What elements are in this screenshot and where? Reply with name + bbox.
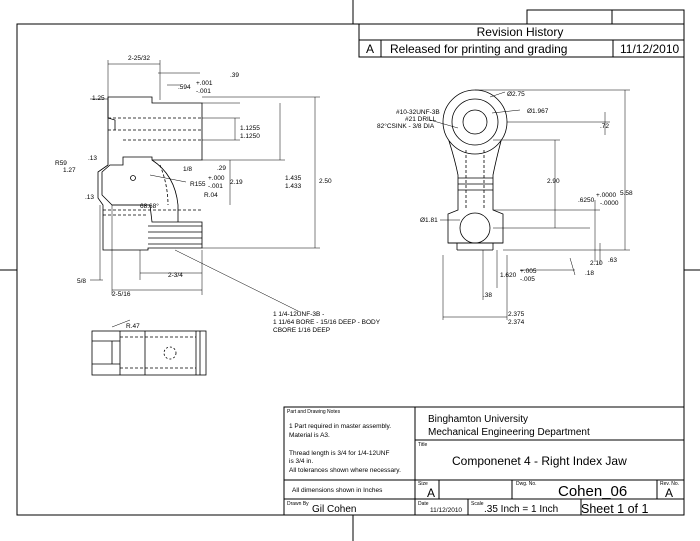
dim-250: 2.50: [319, 178, 332, 185]
tol-plus-005: +.005: [520, 268, 537, 275]
org-line-1: Binghamton University: [428, 414, 528, 425]
revision-number: A: [665, 486, 673, 500]
side-view-dimension-lines: [90, 60, 320, 313]
revision-description: Released for printing and grading: [390, 42, 567, 56]
dia-275: Ø2.75: [507, 91, 525, 98]
radius-04: R.04: [204, 192, 218, 199]
date-label: Date: [418, 501, 429, 507]
dia-181: Ø1.81: [420, 217, 438, 224]
dim-219: 2.19: [230, 179, 243, 186]
tol-minus-005: -.005: [520, 276, 535, 283]
dim-1-8: 1/8: [183, 166, 192, 173]
revision-date: 11/12/2010: [620, 42, 679, 56]
dim-1433: 1.433: [285, 183, 302, 190]
dim-125: 1.25: [92, 95, 105, 102]
title-block-frame: [283, 406, 685, 516]
dim-5-8: 5/8: [77, 278, 86, 285]
drawing-scale: .35 Inch = 1 Inch: [484, 504, 558, 515]
tol-plus-001: +.001: [196, 80, 213, 87]
notes-label: Part and Drawing Notes: [287, 409, 341, 415]
title-block-date: 11/12/2010: [430, 507, 462, 514]
tol-minus-0000: -.0000: [600, 200, 619, 207]
dim-2-3-4: 2-3/4: [168, 272, 183, 279]
dim-1255: 1.1255: [240, 125, 260, 132]
dim-1250: 1.1250: [240, 133, 260, 140]
dim-1620: 1.620: [500, 272, 517, 279]
dim-29: .29: [217, 165, 226, 172]
side-view: [97, 96, 203, 251]
radius-155: R155: [190, 181, 206, 188]
rev-no-label: Rev. No.: [660, 481, 679, 487]
dim-72: .72: [600, 123, 609, 130]
scale-label: Scale: [471, 501, 484, 507]
radius-47: R.47: [126, 323, 140, 330]
dia-1967: Ø1.967: [527, 108, 549, 115]
dim-6250: .6250: [578, 197, 595, 204]
dim-39: .39: [230, 72, 239, 79]
tol-plus-000: +.000: [208, 175, 225, 182]
dim-127: 1.27: [63, 167, 76, 174]
thread-callout-line-1: 1 1/4-12UNF-3B -: [273, 311, 324, 318]
note-line-5: All tolerances shown where necessary.: [289, 467, 401, 474]
revision-letter: A: [366, 42, 374, 56]
dim-18: .18: [585, 270, 594, 277]
dim-68-deg: 68.68°: [140, 202, 159, 210]
dim-13-upper: .13: [88, 155, 97, 162]
all-dimensions-note: All dimensions shown in Inches: [292, 487, 383, 494]
dim-210: 2.10: [590, 260, 603, 267]
hole-callout-3: 82°CSINK - 3/8 DIA: [377, 122, 435, 130]
dim-558: 5.58: [620, 190, 633, 197]
title-label: Title: [418, 442, 427, 448]
tol-minus-001b: -.001: [208, 183, 223, 190]
hole-callout-2: #21 DRILL: [405, 116, 436, 123]
dim-38: .38: [483, 292, 492, 299]
drawn-by: Gil Cohen: [312, 504, 356, 515]
revision-block: [358, 9, 685, 58]
dim-2-5-16: 2-5/16: [112, 291, 131, 298]
sheet-number: Sheet 1 of 1: [581, 502, 648, 516]
sheet-size: A: [427, 486, 435, 500]
radius-59: R59: [55, 160, 67, 167]
dim-2-25-32: 2-25/32: [128, 55, 150, 62]
revision-header: Revision History: [477, 25, 564, 39]
tol-minus-001: -.001: [196, 88, 211, 95]
drawing-number: Cohen_06: [558, 483, 627, 500]
note-line-2: Material is A3.: [289, 432, 330, 439]
dim-290: 2.90: [547, 178, 560, 185]
dim-2374: 2.374: [508, 319, 525, 326]
front-view: [442, 89, 508, 251]
drawn-by-label: Drawn By: [287, 501, 309, 507]
thread-callout-line-3: CBORE 1/16 DEEP: [273, 327, 330, 334]
dwg-no-label: Dwg. No.: [516, 481, 537, 487]
org-line-2: Mechanical Engineering Department: [428, 427, 590, 438]
drawing-title: Componenet 4 - Right Index Jaw: [452, 454, 627, 468]
dim-13-lower: .13: [85, 194, 94, 201]
tol-plus-0000: +.0000: [596, 192, 616, 199]
note-line-3: Thread length is 3/4 for 1/4-12UNF: [289, 450, 389, 457]
bottom-view: [91, 319, 207, 376]
dim-2375: 2.375: [508, 311, 525, 318]
note-line-4: is 3/4 in.: [289, 458, 313, 465]
note-line-1: 1 Part required in master assembly.: [289, 423, 391, 430]
dim-594: .594: [178, 84, 191, 91]
size-label: Size: [418, 481, 428, 487]
dim-1435: 1.435: [285, 175, 302, 182]
hole-callout-1: #10-32UNF-3B: [396, 109, 440, 116]
thread-callout-line-2: 1 11/64 BORE - 15/16 DEEP - BODY: [273, 319, 381, 326]
dim-63: .63: [608, 257, 617, 264]
front-view-dimension-lines: [429, 89, 630, 320]
